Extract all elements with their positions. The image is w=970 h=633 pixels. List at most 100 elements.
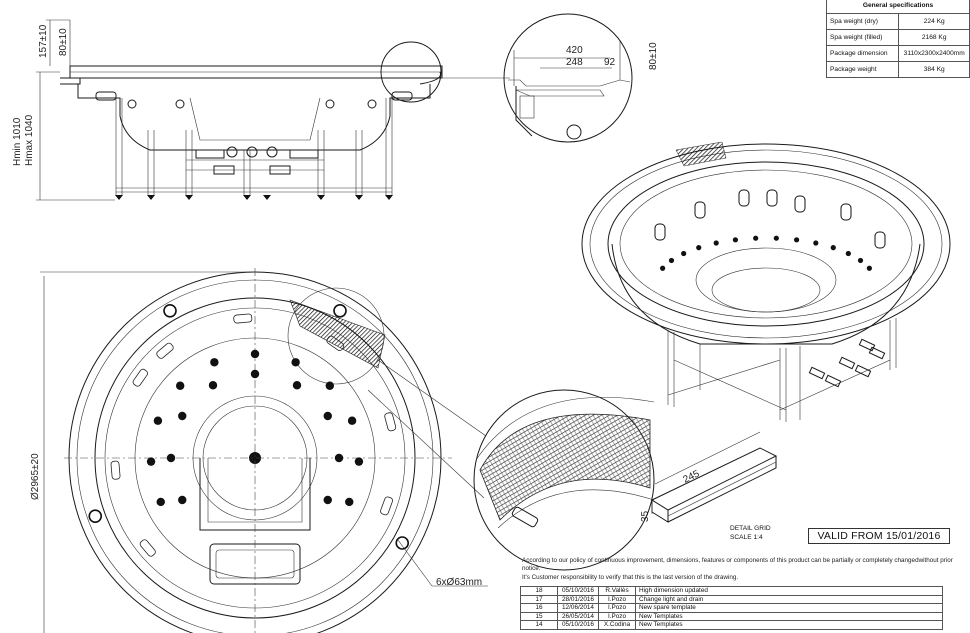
pillow <box>326 335 345 351</box>
iso-jet-hole <box>866 265 872 271</box>
spec-label: Spa weight (filled) <box>825 29 900 46</box>
iso-seat-jet <box>766 189 778 207</box>
pillow <box>384 412 397 432</box>
spec-value: 384 Kg <box>898 61 970 78</box>
iso-seat-jet <box>840 203 852 221</box>
detail-dim-248: 248 <box>566 57 583 68</box>
iso-seat-jet <box>738 189 750 207</box>
rev-num: 15 <box>520 611 558 622</box>
side-elevation-view: 157±10 80±10 Hmin 1010 Hmax 1040 <box>12 19 510 201</box>
pillow <box>132 368 148 387</box>
iso-jet-hole <box>753 235 759 241</box>
rev-num: 14 <box>520 620 558 630</box>
light-fitting <box>163 303 177 318</box>
rev-date: 26/05/2014 <box>557 611 599 622</box>
revision-row: 14 05/10/2016 X.Codina New Templates <box>520 620 943 630</box>
iso-jet-hole <box>696 244 702 251</box>
jet-hole <box>345 497 354 507</box>
detail-dim-92: 92 <box>604 57 616 68</box>
rev-author: I.Pozo <box>598 594 636 605</box>
jet-hole <box>325 381 335 390</box>
side-dim-157: 157±10 <box>38 24 49 58</box>
jet-hole <box>354 457 364 466</box>
jet-hole <box>291 358 300 367</box>
revision-row: 17 28/01/2016 I.Pozo Change light and dr… <box>520 594 943 605</box>
pillow <box>233 313 253 324</box>
detail-grid-part <box>650 431 778 523</box>
iso-jet-hole <box>830 244 836 251</box>
rev-desc: High dimension updated <box>635 586 943 596</box>
spec-row: Package weight 384 Kg <box>825 61 970 78</box>
policy-line-2: It's Customer responsibility to verify t… <box>522 573 739 581</box>
revision-table: 18 05/10/2016 R.Vallès High dimension up… <box>520 586 943 630</box>
general-specifications-table: General specifications Spa weight (dry) … <box>825 0 970 78</box>
pillow <box>380 496 393 516</box>
rev-desc: New Templates <box>635 620 943 630</box>
rev-desc: New spare template <box>635 603 943 613</box>
detail-dim-420: 420 <box>566 45 583 56</box>
spec-label: Package weight <box>825 61 900 78</box>
jet-hole <box>178 495 187 505</box>
rev-date: 05/10/2016 <box>557 586 599 596</box>
jet-hole <box>250 349 260 359</box>
detail-grid-label: DETAIL GRID SCALE 1:4 <box>730 524 771 542</box>
jet-holes <box>146 349 364 507</box>
revision-row: 16 12/06/2014 I.Pozo New spare template <box>520 603 943 613</box>
rev-desc: New Templates <box>635 611 943 622</box>
jet-hole <box>347 416 357 425</box>
jet-hole <box>153 416 163 425</box>
iso-jet-hole <box>813 240 819 246</box>
revision-row: 18 05/10/2016 R.Vallès High dimension up… <box>520 586 943 596</box>
jet-hole <box>175 381 185 390</box>
jet-hole <box>323 411 332 421</box>
side-dim-80: 80±10 <box>58 28 69 56</box>
iso-jet-hole <box>660 265 666 271</box>
jet-hole <box>156 497 165 507</box>
top-diameter-dim: Ø2965±20 <box>30 453 41 500</box>
rev-author: X.Codina <box>598 620 636 630</box>
grid-dim-height: 35 <box>640 510 651 522</box>
rev-date: 12/06/2014 <box>557 603 599 613</box>
top-holes-dim: 6xØ63mm <box>436 577 482 588</box>
iso-jet-hole <box>857 257 864 264</box>
jet-hole <box>323 495 332 505</box>
headrest-detail-view <box>473 389 655 571</box>
valid-from-box: VALID FROM 15/01/2016 <box>808 528 950 544</box>
rev-author: I.Pozo <box>598 611 636 622</box>
spec-row: Spa weight (filled) 2168 Kg <box>825 29 970 46</box>
rev-author: I.Pozo <box>598 603 636 613</box>
spec-label: Package dimension <box>825 45 900 62</box>
jet-hole <box>208 381 218 390</box>
spec-value: 3110x2300x2400mm <box>898 45 970 62</box>
rev-author: R.Vallès <box>598 586 636 596</box>
rev-num: 18 <box>520 586 558 596</box>
iso-jet-hole <box>794 237 800 243</box>
spec-value: 2168 Kg <box>898 29 970 46</box>
pillow <box>110 460 121 480</box>
rev-desc: Change light and drain <box>635 594 943 605</box>
pillow <box>139 539 156 557</box>
iso-seat-jet <box>874 231 886 249</box>
policy-notice: According to our policy of continuous im… <box>522 557 967 582</box>
isometric-view <box>581 141 951 422</box>
top-plan-view <box>40 268 488 633</box>
revision-row: 15 26/05/2014 I.Pozo New Templates <box>520 611 943 622</box>
jet-hole <box>178 411 187 421</box>
detail-dim-80: 80±10 <box>648 42 659 70</box>
side-dim-hmin: Hmin 1010 <box>12 117 23 166</box>
policy-line-1: According to our policy of continuous im… <box>522 557 953 573</box>
spec-label: Spa weight (dry) <box>825 13 900 30</box>
jet-hole <box>334 453 344 463</box>
rev-date: 28/01/2016 <box>557 594 599 605</box>
spec-row: Package dimension 3110x2300x2400mm <box>825 45 970 62</box>
jet-hole <box>146 457 156 466</box>
rev-num: 17 <box>520 594 558 605</box>
rim-detail-view <box>503 13 633 143</box>
grid-dim-length: 245 <box>681 468 701 485</box>
iso-jet-hole <box>668 257 675 264</box>
detail-grid-title: DETAIL GRID <box>730 525 771 532</box>
light-fitting <box>395 536 410 550</box>
iso-jets <box>654 189 886 271</box>
jet-hole <box>250 369 260 379</box>
iso-seat-jet <box>654 223 666 241</box>
